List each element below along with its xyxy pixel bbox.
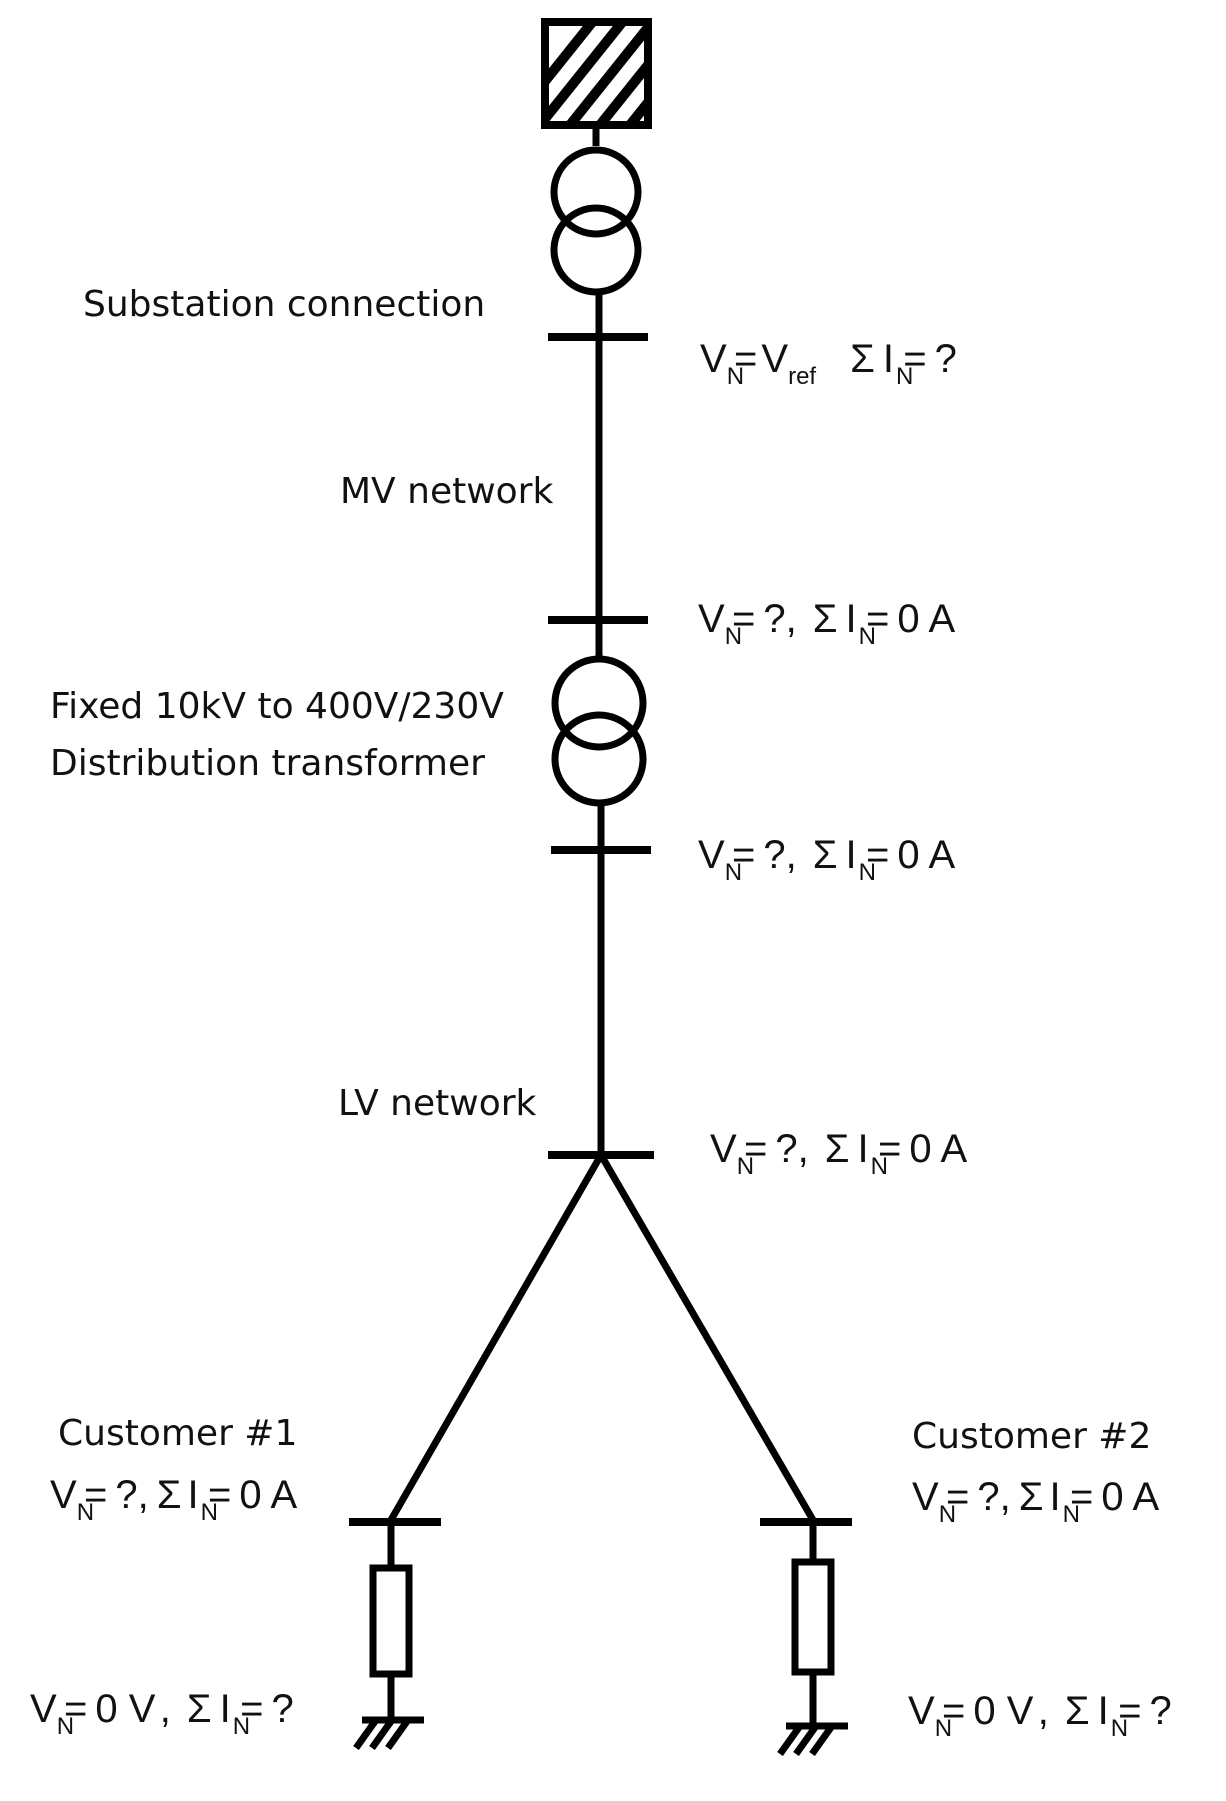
substation-transformer-icon bbox=[550, 146, 642, 296]
transformer-label-line1: Fixed 10kV to 400V/230V bbox=[50, 686, 504, 727]
lv-network-label: LV network bbox=[338, 1083, 537, 1124]
ground-icon bbox=[353, 1716, 424, 1751]
distribution-transformer-icon bbox=[551, 655, 647, 807]
branch-line-customer-2 bbox=[597, 1153, 817, 1522]
resistor-icon bbox=[791, 1558, 835, 1676]
ground-icon bbox=[777, 1722, 848, 1757]
customer-1-label: Customer #1 bbox=[58, 1413, 297, 1454]
customer-2-label: Customer #2 bbox=[912, 1416, 1151, 1457]
transformer-label-line2: Distribution transformer bbox=[50, 743, 485, 784]
branch-line-customer-1 bbox=[387, 1153, 605, 1522]
mv-network-label: MV network bbox=[340, 471, 553, 512]
resistor-icon bbox=[369, 1564, 413, 1678]
substation-label: Substation connection bbox=[83, 284, 485, 325]
hatched-square-icon bbox=[541, 18, 652, 129]
